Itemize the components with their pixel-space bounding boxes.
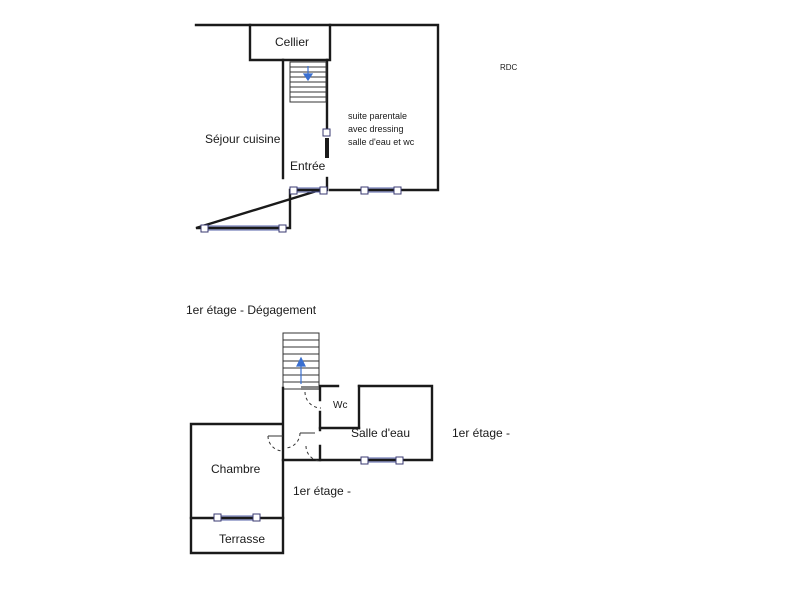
room-label-cellier: Cellier	[275, 35, 309, 49]
level-tag-rdc: RDC	[500, 63, 518, 72]
door-landing	[284, 432, 315, 449]
cellier-walls	[248, 23, 332, 62]
first-floor-title: 1er étage - Dégagement	[186, 303, 317, 317]
door-salle-eau	[305, 445, 322, 462]
room-label-wc: Wc	[333, 400, 347, 411]
suite-door-marker	[322, 128, 331, 137]
ground-floor-plan: Cellier Séjour cuisine Entrée suite pare…	[194, 23, 518, 233]
room-label-sejour: Séjour cuisine	[205, 132, 281, 146]
stair-arrow-up-icon	[296, 356, 306, 367]
room-label-suite-line2: avec dressing	[348, 124, 404, 134]
window-chambre-terrasse	[213, 513, 261, 522]
side-label-bottom: 1er étage -	[293, 484, 351, 498]
salle-eau-outer-wall	[318, 384, 434, 462]
window-salle-eau	[360, 456, 404, 465]
room-label-salle-eau: Salle d'eau	[351, 426, 410, 440]
door-chambre	[267, 435, 284, 452]
stair-arrow-down-icon	[302, 73, 314, 82]
room-label-suite-line3: salle d'eau et wc	[348, 137, 415, 147]
window-sejour	[200, 224, 287, 233]
room-label-chambre: Chambre	[211, 462, 261, 476]
room-label-suite-line1: suite parentale	[348, 111, 407, 121]
window-suite	[360, 186, 402, 195]
first-floor-staircase	[282, 332, 320, 390]
room-label-terrasse: Terrasse	[219, 532, 265, 546]
door-wc	[304, 391, 322, 409]
window-entree	[289, 186, 328, 195]
first-floor-plan: 1er étage - Dégagement	[186, 303, 510, 555]
first-floor-outer-wall	[189, 386, 285, 555]
ground-floor-staircase	[289, 61, 327, 103]
side-label-right: 1er étage -	[452, 426, 510, 440]
room-label-entree: Entrée	[290, 159, 326, 173]
ground-floor-outer-wall	[194, 23, 440, 230]
